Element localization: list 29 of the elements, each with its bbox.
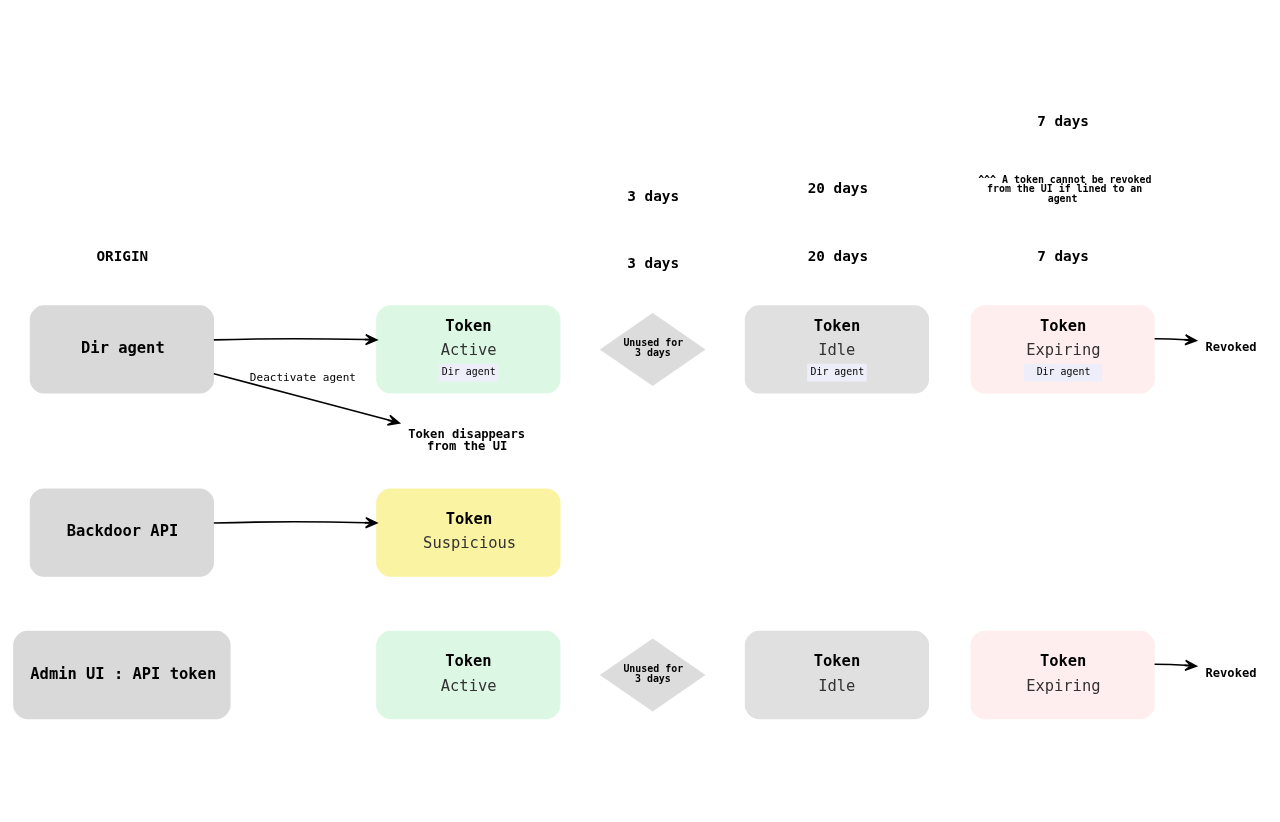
arrow bbox=[212, 517, 377, 529]
label: 20 days bbox=[807, 180, 868, 197]
arrow bbox=[1153, 659, 1197, 672]
label: ORIGIN bbox=[96, 247, 148, 264]
node-text: Revoked bbox=[1204, 340, 1257, 355]
node-text: Revoked bbox=[1204, 665, 1257, 680]
node-diamond: Unused for 3 days bbox=[599, 312, 705, 386]
node-box: Token Active Dir agent bbox=[375, 305, 560, 394]
node-box: Token Suspicious bbox=[375, 488, 560, 577]
label: ^^^ A token cannot be revoked from the UI if lined to an agent bbox=[977, 173, 1151, 205]
label: 7 days bbox=[1036, 112, 1089, 129]
node-text: Token disappears from the UI bbox=[407, 426, 525, 453]
node-box: Token Active bbox=[375, 630, 560, 720]
node-box: Backdoor API bbox=[29, 488, 214, 577]
node-box: Token Expiring Dir agent bbox=[969, 305, 1155, 394]
node-box: Token Expiring bbox=[969, 630, 1155, 720]
node-box: Admin UI : API token bbox=[12, 630, 231, 720]
edge-label: Deactivate agent bbox=[249, 371, 356, 385]
arrow bbox=[1153, 334, 1197, 346]
label: 3 days bbox=[626, 255, 679, 272]
arrow bbox=[212, 333, 377, 346]
node-diamond: Unused for 3 days bbox=[599, 638, 705, 712]
label: 7 days bbox=[1036, 247, 1089, 264]
node-box: Token Idle bbox=[744, 630, 929, 720]
node-box: Token Idle Dir agent bbox=[744, 305, 929, 394]
node-box: Dir agent bbox=[29, 305, 214, 394]
label: 3 days bbox=[626, 187, 679, 204]
label: 20 days bbox=[807, 247, 868, 264]
arrow bbox=[212, 372, 400, 426]
